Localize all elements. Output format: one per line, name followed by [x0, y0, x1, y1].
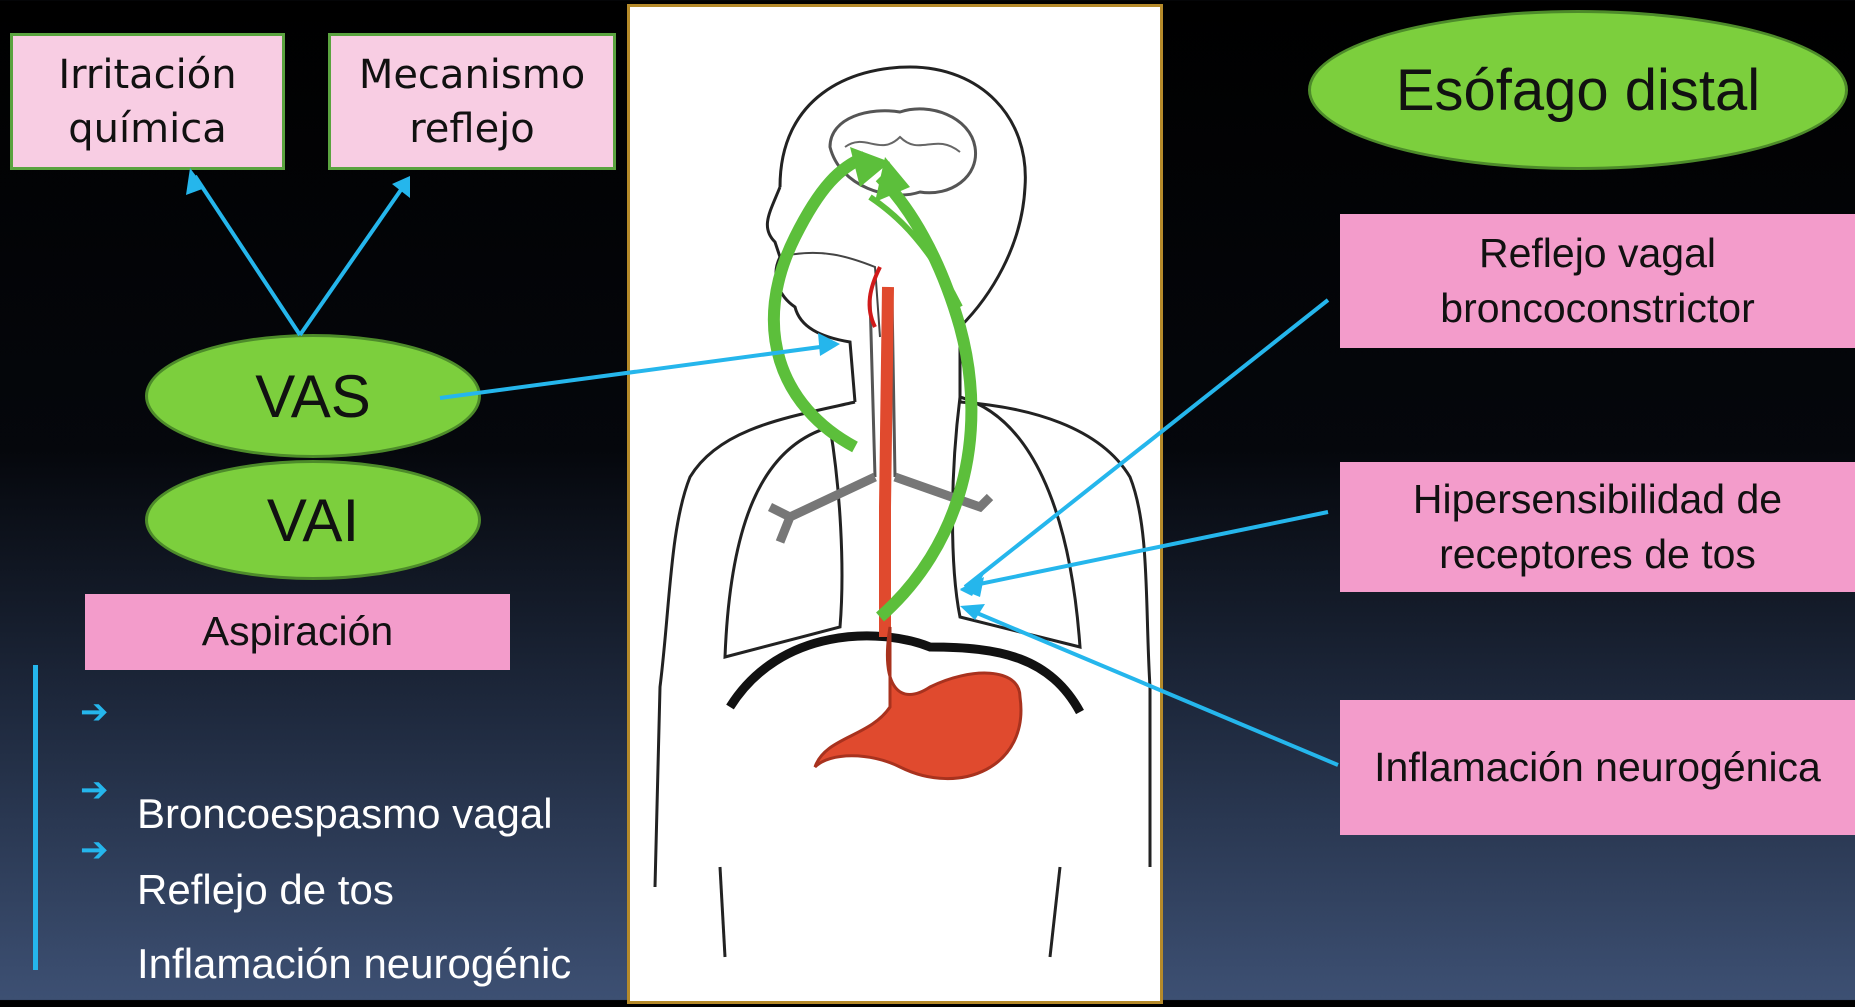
box-mecanismo-reflejo: Mecanismo reflejo [328, 33, 616, 170]
list-item-broncoespasmo: Broncoespasmo vagal [137, 790, 553, 838]
box-aspiracion: Aspiración [85, 594, 510, 670]
anatomy-panel [627, 4, 1163, 1004]
esofago-label: Esófago distal [1396, 57, 1760, 124]
mecanismo-label: Mecanismo reflejo [331, 48, 613, 156]
reflejo-vagal-label: Reflejo vagal broncoconstrictor [1340, 226, 1855, 337]
list-item-reflejo-tos: Reflejo de tos [137, 866, 394, 914]
bullet-arrow-icon: ➔ [80, 770, 109, 810]
box-inflamacion-neurogenica: Inflamación neurogénica [1340, 700, 1855, 835]
arrow-vas-to-mecanismo [300, 184, 405, 335]
anatomy-illustration [630, 7, 1166, 1007]
esophagus [885, 287, 888, 637]
arrow-vas-to-irritacion [195, 176, 300, 335]
inflamacion-neurogenica-label: Inflamación neurogénica [1374, 740, 1821, 795]
bullet-arrow-icon: ➔ [80, 830, 109, 870]
head-outline [780, 67, 1025, 402]
vas-label: VAS [255, 362, 371, 431]
box-reflejo-vagal: Reflejo vagal broncoconstrictor [1340, 214, 1855, 348]
irritacion-label: Irritación química [13, 48, 282, 156]
ellipse-vai: VAI [145, 460, 481, 580]
box-irritacion-quimica: Irritación química [10, 33, 285, 170]
aspiracion-label: Aspiración [202, 604, 393, 659]
list-item-inflamacion: Inflamación neurogénic [137, 940, 571, 988]
ellipse-vas: VAS [145, 334, 481, 458]
ellipse-esofago-distal: Esófago distal [1308, 10, 1848, 170]
hipersensibilidad-label: Hipersensibilidad de receptores de tos [1340, 472, 1855, 583]
box-hipersensibilidad: Hipersensibilidad de receptores de tos [1340, 462, 1855, 592]
vai-label: VAI [267, 486, 359, 555]
torso-right [960, 402, 1150, 867]
list-vertical-line [33, 665, 38, 970]
bullet-arrow-icon: ➔ [80, 692, 109, 732]
